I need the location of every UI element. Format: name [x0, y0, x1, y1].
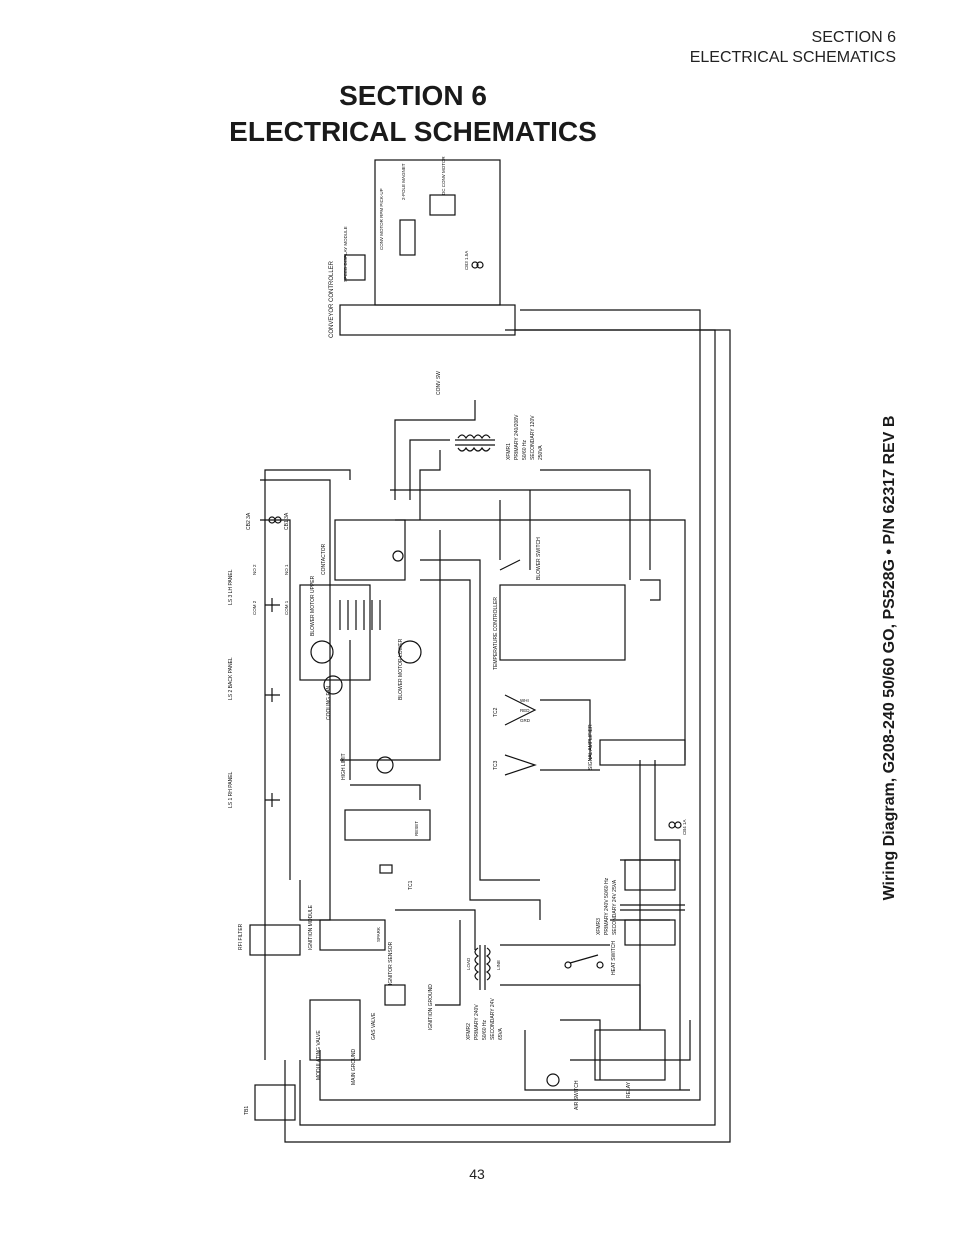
label-cb2: CB2 3A — [246, 512, 252, 530]
page-title-line2: ELECTRICAL SCHEMATICS — [229, 116, 597, 147]
label-xfmr1-freq: 50/60 Hz — [522, 439, 528, 460]
label-conveyor-controller: CONVEYOR CONTROLLER — [329, 260, 335, 338]
label-high-limit: HIGH LIMIT — [341, 753, 347, 780]
label-cb4: CB4 1A — [682, 819, 687, 835]
label-no1-ls3: NO 1 — [284, 564, 289, 575]
label-ls3: LS 3 LH PANEL — [228, 569, 234, 605]
label-tc3: TC3 — [493, 760, 499, 770]
label-xfmr2-va: 65VA — [498, 1027, 504, 1040]
label-tc2: TC2 — [493, 707, 499, 717]
label-contactor: CONTACTOR — [321, 543, 327, 575]
label-signal-amplifier: SIGNAL AMPLIFIER — [588, 724, 594, 770]
label-xfmr2-freq: 50/60 Hz — [482, 1019, 488, 1040]
label-blower-switch: BLOWER SWITCH — [536, 537, 542, 580]
page-number: 43 — [469, 1166, 485, 1182]
label-xfmr2-primary: PRIMARY 240V — [474, 1004, 480, 1040]
label-rfi-filter: RFI FILTER — [238, 923, 244, 950]
label-conv-sw: CONV SW — [436, 371, 442, 395]
label-main-ground: MAIN GROUND — [351, 1049, 357, 1086]
label-reset: RESET — [414, 821, 419, 836]
page-title: SECTION 6 ELECTRICAL SCHEMATICS — [0, 78, 826, 150]
label-xfmr3-secondary: SECONDARY 24V 25VA — [612, 879, 618, 935]
label-relay: RELAY — [626, 1081, 632, 1098]
label-pole-magnet: 2-POLE MAGNET — [401, 163, 406, 200]
label-cooling-fan: COOLING FAN — [326, 685, 332, 720]
label-dc-conv-motor: DC CONV MOTOR — [441, 156, 446, 195]
running-header-subtitle: ELECTRICAL SCHEMATICS — [689, 49, 896, 66]
label-com2-ls3: COM 2 — [252, 600, 257, 615]
label-ls1: LS 1 RH PANEL — [228, 771, 234, 808]
label-speed-display: SPEED DISPLAY MODULE — [343, 226, 348, 282]
label-line: LINE — [496, 960, 501, 970]
label-gas-valve: GAS VALVE — [371, 1012, 377, 1040]
label-ignitor-sensor: IGNITOR SENSOR — [388, 941, 394, 985]
label-xfmr1-secondary: SECONDARY 120V — [530, 415, 536, 460]
label-spark: SPARK — [376, 927, 381, 942]
label-xfmr1-va: 250VA — [538, 445, 544, 460]
running-header-section: SECTION 6 — [811, 29, 896, 46]
label-load: LOAD — [466, 957, 471, 970]
label-red-tc2: RED — [520, 708, 530, 713]
label-blower-motor-upper: BLOWER MOTOR UPPER — [310, 575, 316, 636]
label-xfmr2-secondary: SECONDARY 24V — [490, 998, 496, 1040]
label-air-switch: AIR SWITCH — [574, 1080, 580, 1110]
label-tb1: TB1 — [244, 1106, 250, 1115]
label-ls2: LS 2 BACK PANEL — [228, 657, 234, 700]
label-no2-ls3: NO 2 — [252, 564, 257, 575]
label-ignition-module: IGNITION MODULE — [308, 904, 314, 950]
label-cb1: CB1 3A — [284, 512, 290, 530]
label-grd-tc2: GRD — [520, 718, 531, 723]
label-xfmr3-primary: PRIMARY 240V 50/60 Hz — [604, 877, 610, 935]
label-xfmr1: XFMR1 — [506, 443, 512, 460]
running-header: SECTION 6 ELECTRICAL SCHEMATICS — [690, 28, 896, 68]
label-xfmr2: XFMR2 — [466, 1023, 472, 1040]
diagram-caption: Wiring Diagram, G208-240 50/60 GO, PS528… — [881, 415, 898, 901]
label-xfmr1-primary: PRIMARY 240/208V — [514, 414, 520, 460]
label-cb3: CB3 1.5A — [464, 251, 469, 270]
label-com1-ls3: COM 1 — [284, 600, 289, 615]
label-temperature-controller: TEMPERATURE CONTROLLER — [493, 597, 499, 670]
label-whi-tc2: WHI — [520, 698, 529, 703]
label-xfmr3: XFMR3 — [596, 918, 602, 935]
label-motor-pickup: CONV MOTOR RPM PICK-UP — [379, 188, 384, 250]
label-ignition-ground: IGNITION GROUND — [428, 984, 434, 1030]
page-title-line1: SECTION 6 — [339, 80, 487, 111]
label-tc1: TC1 — [408, 880, 414, 890]
label-heat-switch: HEAT SWITCH — [611, 941, 617, 975]
label-modulating-valve: MODULATING VALVE — [316, 1030, 322, 1080]
label-blower-motor-lower: BLOWER MOTOR LOWER — [398, 638, 404, 700]
